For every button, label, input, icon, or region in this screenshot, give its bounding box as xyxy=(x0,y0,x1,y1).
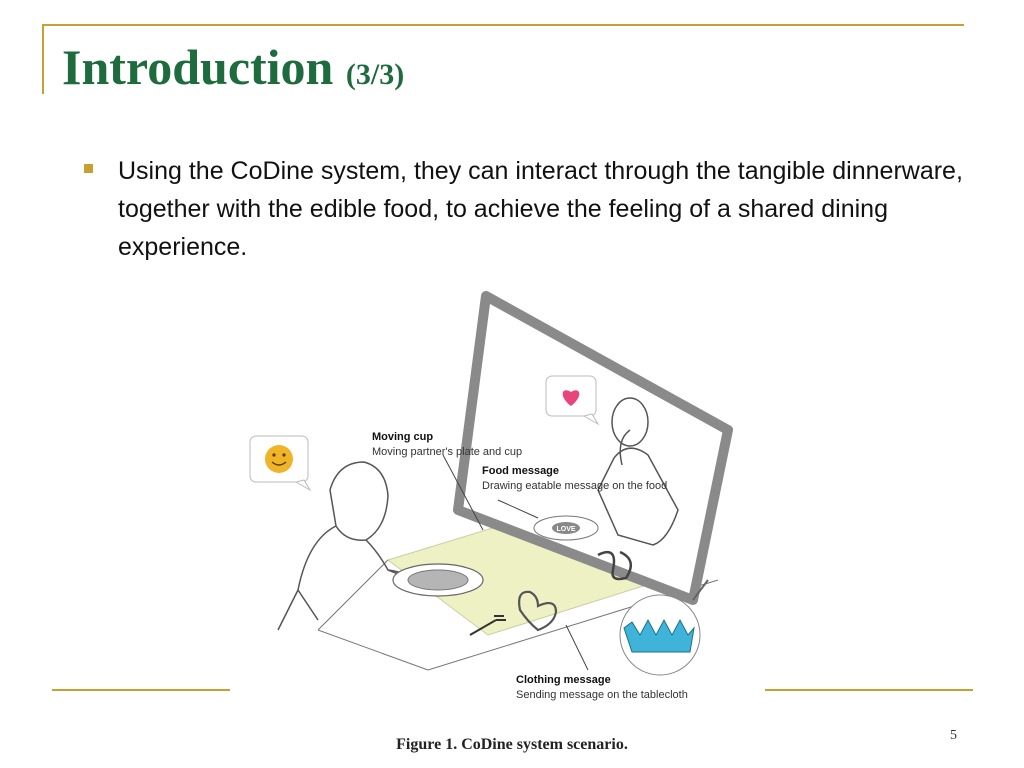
plate-food-text: LOVE xyxy=(556,526,575,533)
fabric-closeup xyxy=(619,594,701,676)
callout-lines xyxy=(442,454,589,671)
fork xyxy=(469,615,506,636)
remote-partner-figure xyxy=(597,397,679,546)
frame-top-line xyxy=(42,24,964,26)
bullet-text: Using the CoDine system, they can intera… xyxy=(118,157,963,261)
frame-left-line xyxy=(42,24,44,94)
local-heart-message xyxy=(518,590,558,632)
clothing-message-desc: Sending message on the tablecloth xyxy=(516,689,688,701)
smiley-icon xyxy=(265,445,293,473)
moving-cup-desc: Moving partner's plate and cup xyxy=(372,446,522,458)
title-main: Introduction xyxy=(62,39,334,95)
clothing-message-title: Clothing message xyxy=(516,674,611,686)
bullet-item: Using the CoDine system, they can intera… xyxy=(84,152,964,266)
codine-scenario-illustration: LOVE Moving cup Mo xyxy=(249,291,733,701)
figure-caption: Figure 1. CoDine system scenario. xyxy=(396,736,628,753)
remote-heart-message xyxy=(597,550,633,581)
smiley-speech-bubble xyxy=(249,435,312,492)
footer-rule-left xyxy=(52,689,230,691)
food-message-title: Food message xyxy=(482,465,559,477)
food-message-desc: Drawing eatable message on the food xyxy=(482,480,667,492)
title-suffix: (3/3) xyxy=(345,58,405,91)
moving-cup-title: Moving cup xyxy=(372,431,433,443)
square-bullet-icon xyxy=(84,164,93,173)
slide-title: Introduction (3/3) xyxy=(62,40,404,95)
page-number: 5 xyxy=(950,728,957,743)
footer-rule-right xyxy=(765,689,973,691)
heart-icon xyxy=(562,390,580,406)
heart-speech-bubble xyxy=(545,375,600,426)
